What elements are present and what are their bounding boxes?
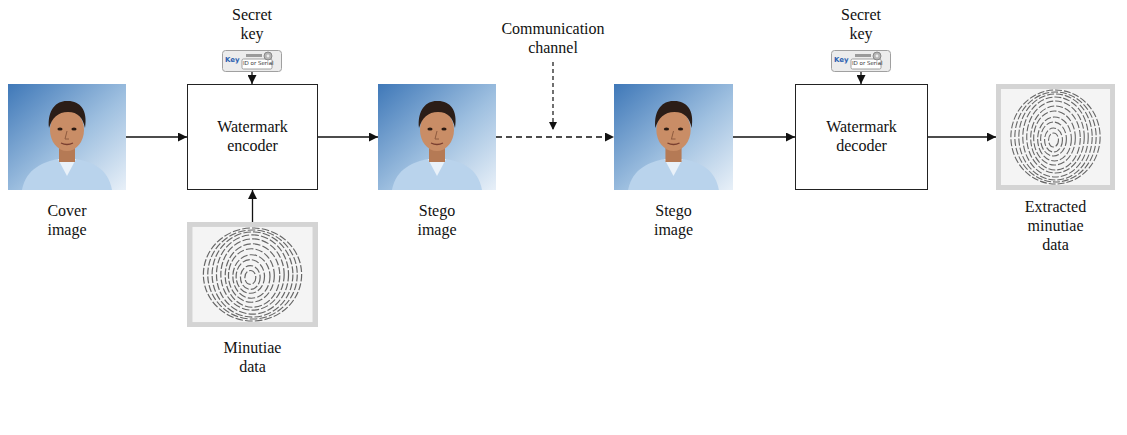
key-icon <box>223 51 282 72</box>
flow-arrow <box>251 72 252 84</box>
extracted-image: Extracted minutiae data <box>996 84 1115 190</box>
key-caption: Secret key <box>834 6 888 44</box>
key-serial: ID or Serial <box>852 61 883 67</box>
channel-pointer <box>552 62 553 130</box>
caption-wrap: Cover image <box>37 202 97 240</box>
encoder-box: Watermark encoder <box>187 84 318 190</box>
flow-arrow <box>318 136 378 137</box>
key-tag: Key <box>225 57 240 64</box>
caption-wrap: Secret key <box>225 6 279 44</box>
box-label: Watermark encoder <box>205 118 301 156</box>
image-caption: Stego image <box>644 202 704 240</box>
flow-arrow <box>733 136 795 137</box>
stego-image: Stego image <box>614 84 733 190</box>
flow-arrow <box>126 136 187 137</box>
fingerprint-image <box>187 222 318 327</box>
secret-key: Secret keyKeyID or Serial <box>831 50 891 72</box>
caption-wrap: Stego image <box>407 202 467 240</box>
channel-arrow <box>496 136 614 137</box>
face-photo <box>614 84 733 190</box>
image-caption: Cover image <box>37 202 97 240</box>
decoder-box: Watermark decoder <box>795 84 928 190</box>
label-wrap: Communication channel <box>497 20 609 58</box>
key-caption: Secret key <box>225 6 279 44</box>
key-tag: Key <box>834 57 849 64</box>
cover-image: Cover image <box>8 84 126 190</box>
caption-wrap: Stego image <box>644 202 704 240</box>
flow-arrow <box>252 190 253 222</box>
channel-label: Communication channel <box>497 20 609 58</box>
caption-wrap: Secret key <box>834 6 888 44</box>
box-label: Watermark decoder <box>814 118 910 156</box>
image-caption: Minutiae data <box>215 339 291 377</box>
image-caption: Stego image <box>407 202 467 240</box>
flow-arrow <box>860 72 861 84</box>
image-caption: Extracted minutiae data <box>1016 198 1096 255</box>
key-icon <box>832 51 891 72</box>
fingerprint-image <box>996 84 1115 190</box>
minutiae-image: Minutiae data <box>187 222 318 327</box>
face-photo <box>378 84 496 190</box>
caption-wrap: Extracted minutiae data <box>1016 198 1096 255</box>
caption-wrap: Minutiae data <box>215 339 291 377</box>
secret-key: Secret keyKeyID or Serial <box>222 50 282 72</box>
stego-image: Stego image <box>378 84 496 190</box>
face-photo <box>8 84 126 190</box>
key-serial: ID or Serial <box>243 61 274 67</box>
flow-arrow <box>928 136 996 137</box>
